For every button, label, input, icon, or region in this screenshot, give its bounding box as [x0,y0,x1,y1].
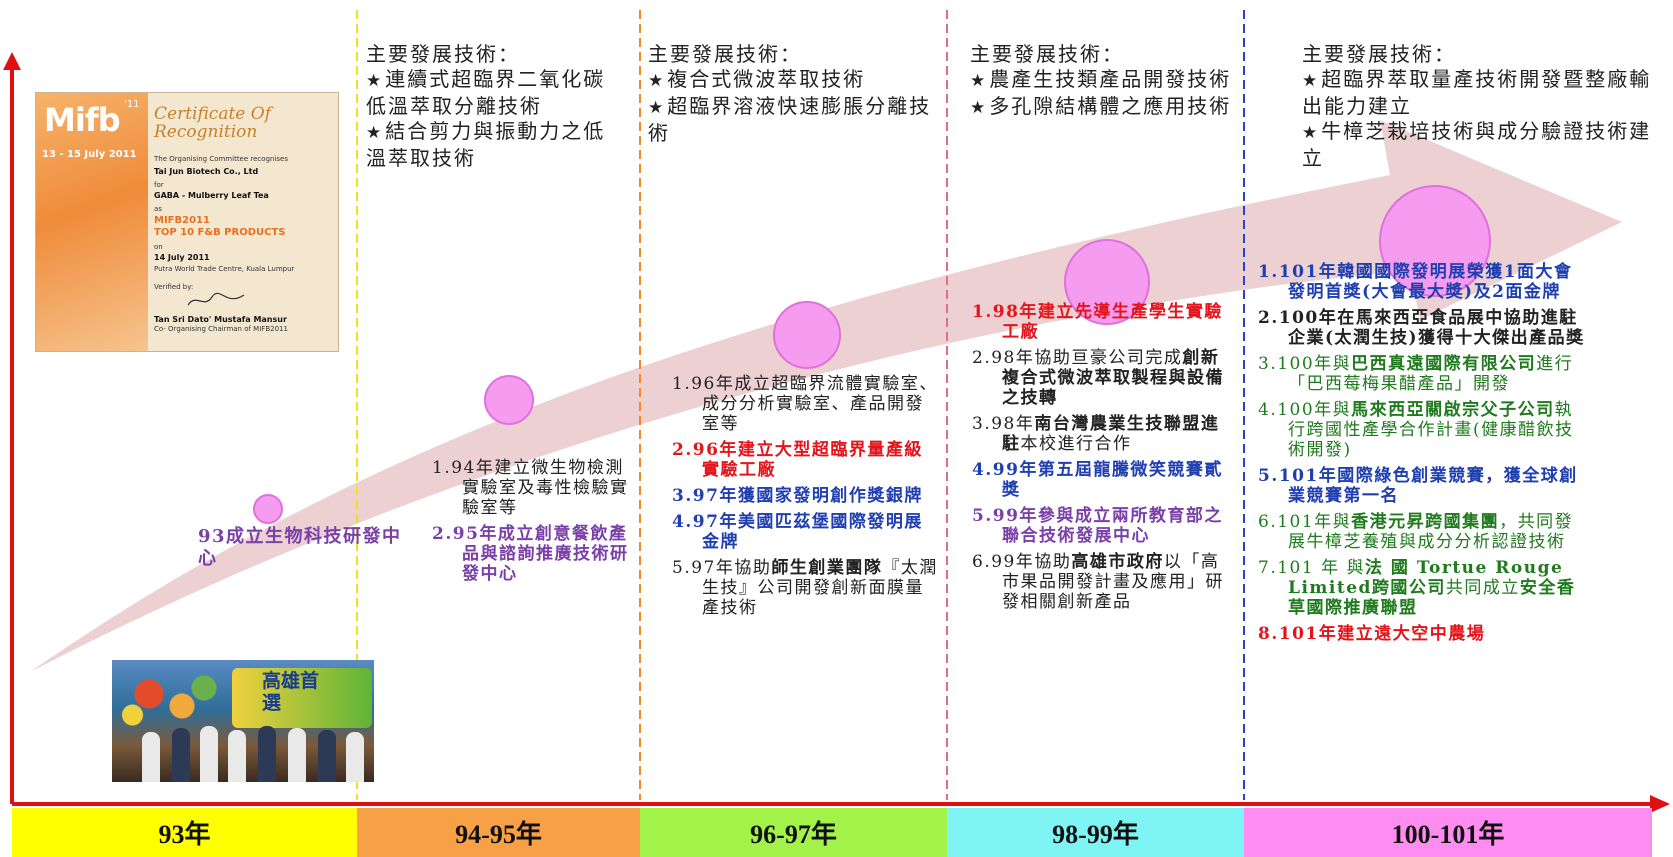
star-icon: ★ [366,71,384,91]
milestone-bubble-100-101 [1379,185,1491,297]
certificate-product: GABA - Mulberry Leaf Tea [154,191,269,200]
milestone-bubble-96-97 [773,301,841,369]
events-96-97: 1.96年成立超臨界流體實驗室、成分分析實驗室、產品開發室等 2.96年建立大型… [672,374,938,624]
event-item: 1.98年建立先導生產學生實驗工廠 [972,302,1223,342]
x-axis-arrowhead [1650,795,1670,813]
certificate-title: Certificate Of Recognition [154,104,271,142]
certificate-company: Tai Jun Biotech Co., Ltd [154,167,259,176]
period-label-93: 93年 [12,808,357,857]
tech-item: ★超臨界溶液快速膨脹分離技術 [648,94,932,145]
certificate-decoration [36,93,148,351]
period-label-94-95: 94-95年 [357,808,640,857]
tech-item: ★複合式微波萃取技術 [648,67,866,91]
certificate-venue: Putra World Trade Centre, Kuala Lumpur [154,265,295,273]
tech-heading: 主要發展技術： [648,42,802,66]
certificate-signer-title: Co- Organising Chairman of MIFB2011 [154,325,288,333]
certificate-dates: 13 - 15 July 2011 [42,149,137,160]
tech-item: ★多孔隙結構體之應用技術 [970,94,1232,118]
event-item: 7.101 年 與法 國 Tortue Rouge Limited跨國公司共同成… [1258,558,1576,618]
events-98-99: 1.98年建立先導生產學生實驗工廠 2.98年協助亘豪公司完成創新複合式微波萃取… [972,302,1230,618]
period-label-100-101: 100-101年 [1244,808,1652,857]
certificate-verified: Verified by: [154,283,194,291]
photo-banner-text: 高雄首選 [262,670,320,714]
star-icon: ★ [1302,123,1320,143]
events-93: 93成立生物科技研發中心 [198,526,408,570]
events-100-101: 1.101年韓國國際發明展榮獲1面大會發明首獎(大會最大獎)及2面金牌 2.10… [1258,262,1588,650]
event-item: 4.97年美國匹茲堡國際發明展金牌 [672,512,923,552]
signature [187,292,245,306]
tech-block-94-95: 主要發展技術： ★連續式超臨界二氧化碳低溫萃取分離技術 ★結合剪力與振動力之低溫… [366,42,610,171]
tech-block-96-97: 主要發展技術： ★複合式微波萃取技術 ★超臨界溶液快速膨脹分離技術 [648,42,942,146]
star-icon: ★ [1302,71,1320,91]
event-item: 3.97年獲國家發明創作獎銀牌 [672,486,923,506]
certificate-as: as [154,205,162,213]
event-item: 5.99年參與成立兩所教育部之聯合技術發展中心 [972,506,1223,546]
milestone-bubble-94-95 [484,375,534,425]
certificate-award-1: MIFB2011 [154,215,210,226]
event-item: 5.101年國際綠色創業競賽，獲全球創業競賽第一名 [1258,466,1578,506]
event-item: 2.100年在馬來西亞食品展中協助進駐企業(太潤生技)獲得十大傑出產品獎 [1258,308,1585,348]
event-item: 4.99年第五屆龍騰微笑競賽貳獎 [972,460,1223,500]
event-item: 6.101年與香港元昇跨國集團，共同發展牛樟芝養殖與成分分析認證技術 [1258,512,1574,552]
event-photo: 高雄首選 [112,660,374,782]
star-icon: ★ [970,71,988,91]
event-item: 3.100年與巴西真遠國際有限公司進行「巴西莓梅果醋產品」開發 [1258,354,1574,394]
event-item: 2.98年協助亘豪公司完成創新複合式微波萃取製程與設備之技轉 [972,348,1224,408]
event-item: 8.101年建立遠大空中農場 [1258,624,1486,644]
period-label-96-97: 96-97年 [640,808,947,857]
tech-item: ★連續式超臨界二氧化碳低溫萃取分離技術 [366,67,606,118]
event-item: 2.96年建立大型超臨界量產級實驗工廠 [672,440,923,480]
certificate-signer: Tan Sri Dato' Mustafa Mansur [154,315,287,324]
event-item: 93成立生物科技研發中心 [198,526,402,569]
tech-block-100-101: 主要發展技術： ★超臨界萃取量產技術開發暨整廠輸出能力建立 ★牛樟芝栽培技術與成… [1302,42,1660,171]
tech-heading: 主要發展技術： [970,42,1124,66]
certificate-image: Mifb '11 13 - 15 July 2011 Certificate O… [35,92,339,352]
tech-item: ★農產生技類產品開發技術 [970,67,1232,91]
event-item: 1.101年韓國國際發明展榮獲1面大會發明首獎(大會最大獎)及2面金牌 [1258,262,1573,302]
tech-item: ★牛樟芝栽培技術與成分驗證技術建立 [1302,119,1652,170]
certificate-date: 14 July 2011 [154,253,210,262]
event-item: 5.97年協助師生創業團隊『太潤生技』公司開發創新面膜量產技術 [672,558,938,618]
certificate-for: for [154,181,164,189]
photo-produce [116,670,226,730]
tech-block-98-99: 主要發展技術： ★農產生技類產品開發技術 ★多孔隙結構體之應用技術 [970,42,1238,121]
event-item: 1.96年成立超臨界流體實驗室、成分分析實驗室、產品開發室等 [672,374,938,434]
star-icon: ★ [970,98,988,118]
event-item: 3.98年南台灣農業生技聯盟進駐本校進行合作 [972,414,1220,454]
tech-heading: 主要發展技術： [366,42,520,66]
tech-heading: 主要發展技術： [1302,42,1456,66]
milestone-bubble-93 [253,494,283,524]
photo-banner [232,668,372,728]
event-item: 6.99年協助高雄市政府以「高市果品開發計畫及應用」研發相關創新產品 [972,552,1224,612]
certificate-award-2: TOP 10 F&B PRODUCTS [154,227,286,238]
event-item: 1.94年建立微生物檢測實驗室及毒性檢驗實驗室等 [432,458,629,518]
event-item: 2.95年成立創意餐飲產品與諮詢推廣技術研發中心 [432,524,629,584]
certificate-on: on [154,243,163,251]
star-icon: ★ [366,123,384,143]
period-label-98-99: 98-99年 [947,808,1244,857]
mifb-logo: Mifb [44,101,121,139]
growth-arrow [30,120,1622,672]
star-icon: ★ [648,71,666,91]
mifb-logo-year: '11 [124,99,140,110]
events-94-95: 1.94年建立微生物檢測實驗室及毒性檢驗實驗室等 2.95年成立創意餐飲產品與諮… [432,458,632,590]
tech-item: ★結合剪力與振動力之低溫萃取技術 [366,119,606,170]
tech-item: ★超臨界萃取量產技術開發暨整廠輸出能力建立 [1302,67,1652,118]
milestone-bubble-98-99 [1064,239,1150,325]
event-item: 4.100年與馬來西亞關啟宗父子公司執行跨國性產學合作計畫(健康醋飲技術開發) [1258,400,1574,460]
y-axis-arrowhead [3,52,21,70]
certificate-recognises: The Organising Committee recognises [154,155,288,163]
star-icon: ★ [648,98,666,118]
